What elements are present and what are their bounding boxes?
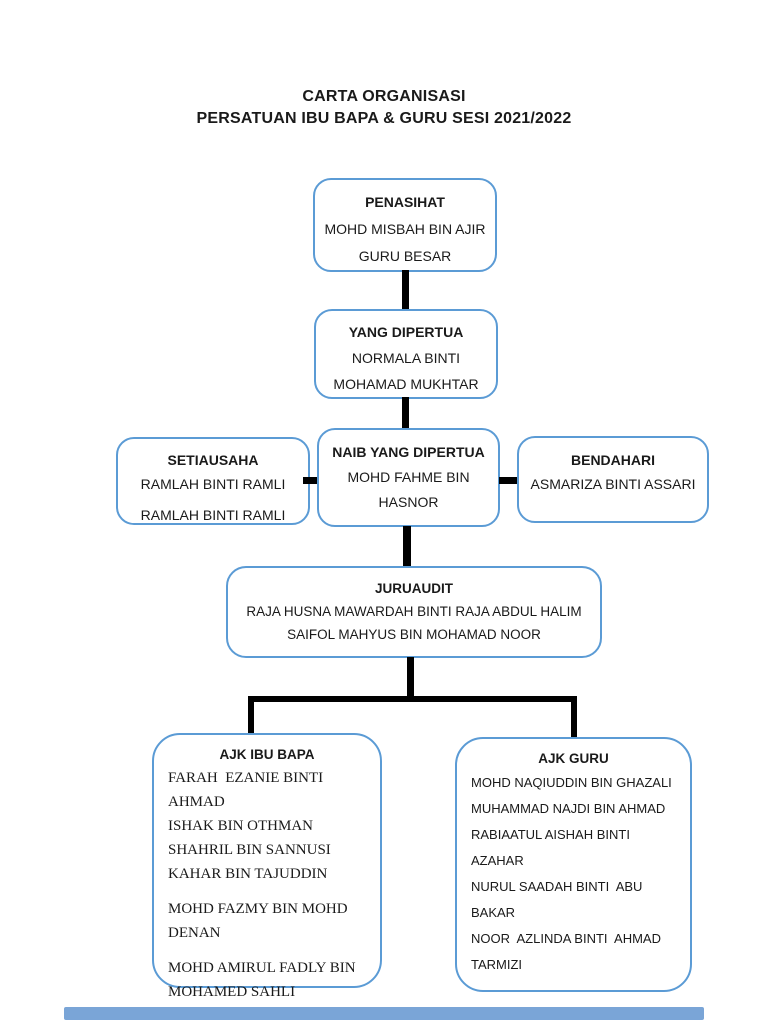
setiausaha-name-2: RAMLAH BINTI RAMLI — [140, 507, 286, 523]
ajk-ibu-bapa-title: AJK IBU BAPA — [219, 747, 315, 762]
naib-yang-dipertua-name-line2: HASNOR — [378, 494, 439, 510]
ajk-guru-member: NURUL SAADAH BINTI ABU BAKAR — [471, 879, 647, 920]
page-title: CARTA ORGANISASI PERSATUAN IBU BAPA & GU… — [0, 86, 768, 130]
page-title-line1: CARTA ORGANISASI — [302, 88, 466, 105]
yang-dipertua-name-line1: NORMALA BINTI — [351, 350, 461, 366]
org-box-ajk-ibu-bapa: AJK IBU BAPA FARAH EZANIE BINTI AHMAD IS… — [152, 733, 382, 1000]
org-box-yang-dipertua: YANG DIPERTUA NORMALA BINTI MOHAMAD MUKH… — [314, 309, 498, 399]
org-box-bendahari: BENDAHARI ASMARIZA BINTI ASSARI — [517, 436, 709, 523]
penasihat-role: GURU BESAR — [358, 248, 452, 264]
setiausaha-name-1: RAMLAH BINTI RAMLI — [140, 476, 286, 492]
ajk-guru-member: NOOR AZLINDA BINTI AHMAD TARMIZI — [471, 931, 665, 972]
juruaudit-name-2: SAIFOL MAHYUS BIN MOHAMAD NOOR — [287, 627, 541, 642]
penasihat-name: MOHD MISBAH BIN AJIR — [324, 221, 486, 237]
org-box-juruaudit: JURUAUDIT RAJA HUSNA MAWARDAH BINTI RAJA… — [226, 566, 602, 658]
ajk-guru-member-list: MOHD NAQIUDDIN BIN GHAZALI MUHAMMAD NAJD… — [471, 770, 676, 978]
yang-dipertua-title: YANG DIPERTUA — [348, 324, 464, 340]
bendahari-title: BENDAHARI — [571, 452, 655, 468]
connector-juruaudit-stem — [407, 657, 414, 699]
ajk-ibu-bapa-member: SHAHRIL BIN SANNUSI — [168, 842, 331, 858]
page-title-line2: PERSATUAN IBU BAPA & GURU SESI 2021/2022 — [196, 110, 572, 127]
ajk-ibu-bapa-member: MOHD AMIRUL FADLY BIN MOHAMED SAHLI — [168, 960, 360, 1000]
connector-penasihat-yangdipertua — [402, 270, 409, 312]
juruaudit-name-1: RAJA HUSNA MAWARDAH BINTI RAJA ABDUL HAL… — [246, 604, 582, 619]
bendahari-name: ASMARIZA BINTI ASSARI — [530, 476, 696, 492]
ajk-ibu-bapa-member: ISHAK BIN OTHMAN — [168, 818, 313, 834]
ajk-ibu-bapa-member: KAHAR BIN TAJUDDIN — [168, 866, 328, 882]
next-page-header-bar — [64, 1007, 704, 1020]
naib-yang-dipertua-title: NAIB YANG DIPERTUA — [332, 444, 485, 460]
yang-dipertua-name-line2: MOHAMAD MUKHTAR — [333, 376, 479, 392]
ajk-guru-title: AJK GURU — [538, 751, 609, 766]
org-box-setiausaha: SETIAUSAHA RAMLAH BINTI RAMLI RAMLAH BIN… — [116, 437, 310, 525]
connector-branch-horizontal — [248, 696, 577, 702]
naib-yang-dipertua-name-line1: MOHD FAHME BIN — [347, 469, 470, 485]
connector-yangdipertua-naib — [402, 397, 409, 431]
ajk-guru-member: MOHD NAQIUDDIN BIN GHAZALI — [471, 775, 672, 790]
ajk-guru-member: RABIAATUL AISHAH BINTI AZAHAR — [471, 827, 633, 868]
org-box-naib-yang-dipertua: NAIB YANG DIPERTUA MOHD FAHME BIN HASNOR — [317, 428, 500, 527]
juruaudit-title: JURUAUDIT — [374, 581, 453, 596]
ajk-ibu-bapa-member: MOHD FAZMY BIN MOHD DENAN — [168, 901, 352, 941]
setiausaha-title: SETIAUSAHA — [167, 452, 259, 468]
org-box-ajk-guru: AJK GURU MOHD NAQIUDDIN BIN GHAZALI MUHA… — [455, 737, 692, 992]
connector-setiausaha-naib — [303, 477, 320, 484]
ajk-ibu-bapa-member: FARAH EZANIE BINTI AHMAD — [168, 770, 327, 810]
org-box-penasihat: PENASIHAT MOHD MISBAH BIN AJIR GURU BESA… — [313, 178, 497, 272]
connector-drop-ajk-ibu-bapa — [248, 696, 254, 736]
connector-drop-ajk-guru — [571, 696, 577, 744]
ajk-ibu-bapa-member-list: FARAH EZANIE BINTI AHMAD ISHAK BIN OTHMA… — [168, 766, 366, 1004]
penasihat-title: PENASIHAT — [365, 194, 445, 210]
ajk-guru-member: MUHAMMAD NAJDI BIN AHMAD — [471, 801, 666, 816]
connector-naib-bendahari — [499, 477, 518, 484]
connector-naib-juruaudit — [403, 526, 411, 567]
